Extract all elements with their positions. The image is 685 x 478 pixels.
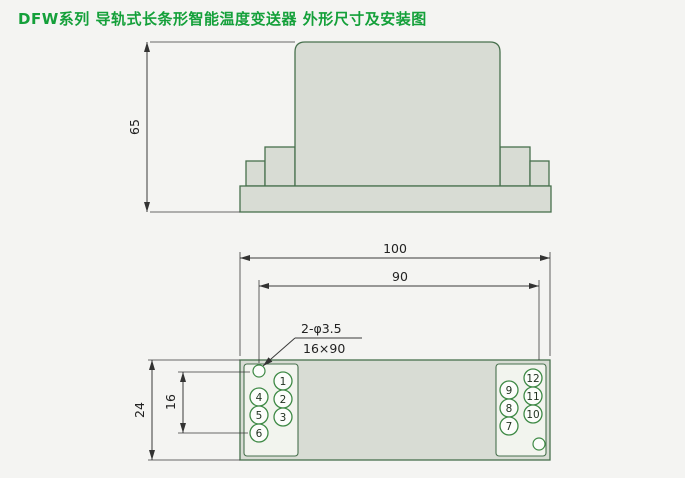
svg-text:4: 4 — [256, 392, 263, 404]
page-title: DFW系列 导轨式长条形智能温度变送器 外形尺寸及安装图 — [18, 10, 427, 28]
svg-text:9: 9 — [506, 385, 513, 397]
side-view-left-outer-tab — [245, 160, 266, 187]
svg-text:5: 5 — [256, 410, 263, 422]
dimension-100: 100 — [239, 241, 551, 356]
side-view-right-inner-tab — [499, 146, 531, 187]
svg-text:12: 12 — [526, 373, 539, 385]
side-view-left-inner-tab — [264, 146, 296, 187]
dimension-24: 24 — [132, 359, 240, 461]
svg-text:6: 6 — [256, 428, 263, 440]
terminal-9: 9 — [499, 380, 519, 400]
svg-text:7: 7 — [506, 421, 513, 433]
terminal-7: 7 — [499, 416, 519, 436]
side-view-body — [294, 41, 501, 187]
svg-text:2: 2 — [280, 394, 287, 406]
dimension-65: 65 — [127, 41, 295, 213]
terminal-4: 4 — [249, 387, 269, 407]
right-mounting-hole — [532, 437, 546, 451]
dim-90-label: 90 — [392, 269, 408, 284]
svg-text:11: 11 — [526, 391, 539, 403]
svg-text:1: 1 — [280, 376, 287, 388]
side-view-base-plate — [239, 185, 552, 213]
terminal-2: 2 — [273, 389, 293, 409]
terminal-8: 8 — [499, 398, 519, 418]
side-view — [239, 41, 552, 213]
terminal-3: 3 — [273, 407, 293, 427]
dimension-16: 16 — [163, 371, 250, 434]
svg-text:8: 8 — [506, 403, 513, 415]
dim-65-label: 65 — [127, 119, 142, 135]
terminal-6: 6 — [249, 423, 269, 443]
top-view: 1 2 3 4 5 6 — [239, 359, 551, 461]
left-mounting-hole — [252, 364, 266, 378]
hole-callout-bottom-label: 16×90 — [303, 341, 345, 356]
terminal-5: 5 — [249, 405, 269, 425]
terminal-11: 11 — [523, 386, 543, 406]
hole-callout-leader-line — [262, 337, 296, 367]
dim-24-label: 24 — [132, 402, 147, 418]
dim-100-label: 100 — [383, 241, 407, 256]
dimension-90: 90 — [258, 269, 540, 363]
terminal-1: 1 — [273, 371, 293, 391]
dim-16-label: 16 — [163, 394, 178, 410]
svg-text:10: 10 — [526, 409, 539, 421]
terminal-12: 12 — [523, 368, 543, 388]
svg-text:3: 3 — [280, 412, 287, 424]
hole-callout: 2-φ3.5 16×90 — [262, 321, 362, 367]
side-view-right-outer-tab — [529, 160, 550, 187]
hole-callout-top-label: 2-φ3.5 — [301, 321, 342, 336]
terminal-10: 10 — [523, 404, 543, 424]
